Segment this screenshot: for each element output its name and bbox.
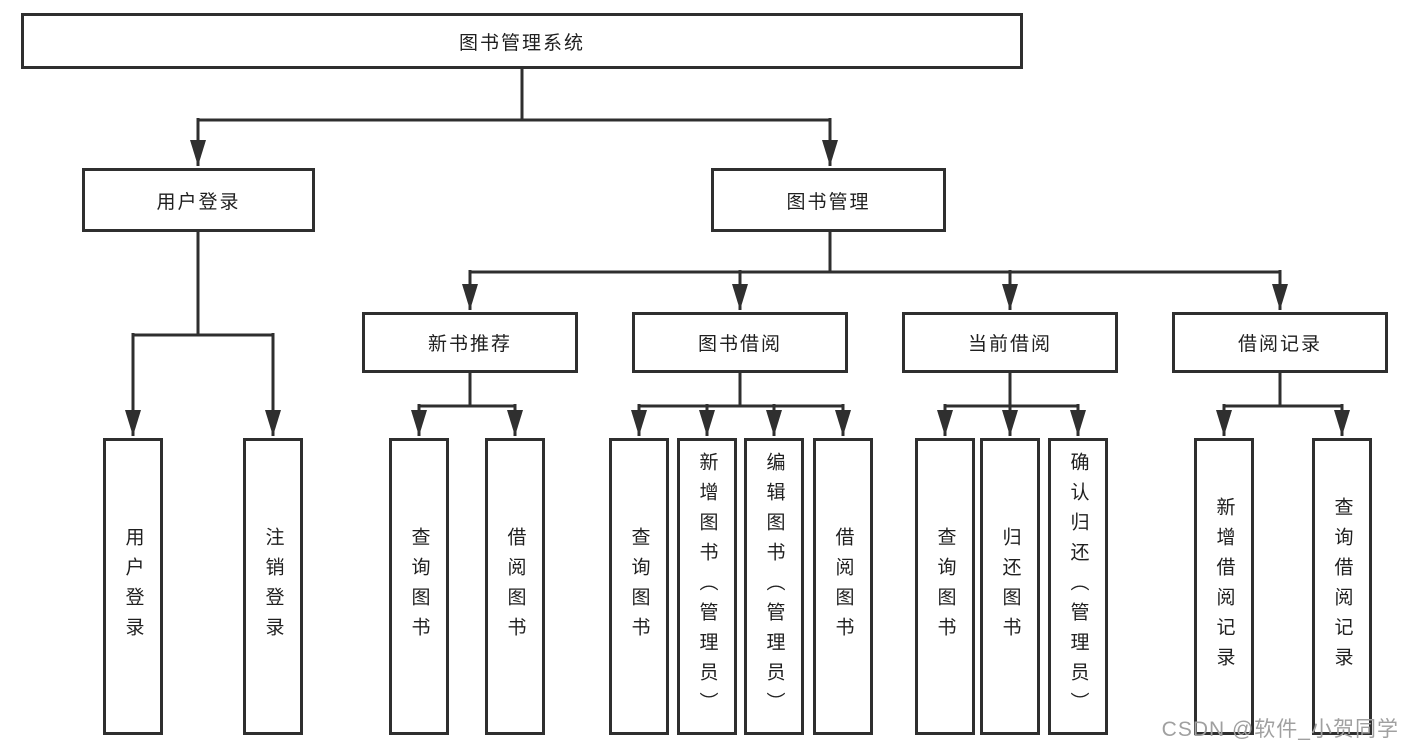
- leaf-query-books-current: 查询图书: [915, 438, 975, 735]
- csdn-watermark: CSDN @软件_小贺同学: [1161, 718, 1399, 741]
- node-book-management-module: 图书管理: [711, 168, 946, 232]
- node-root-system: 图书管理系统: [21, 13, 1023, 69]
- leaf-add-books-admin: 新增图书（管理员）: [677, 438, 737, 735]
- node-label: 图书管理: [786, 191, 871, 213]
- leaf-query-books-recommend: 查询图书: [389, 438, 449, 735]
- leaf-logout-login: 注销登录: [243, 438, 303, 735]
- node-new-book-recommend: 新书推荐: [362, 312, 578, 373]
- node-label: 当前借阅: [967, 334, 1052, 355]
- leaf-label: 编辑图书（管理员）: [763, 451, 785, 722]
- node-root-label: 图书管理系统: [458, 32, 585, 54]
- leaf-query-borrow-record: 查询借阅记录: [1312, 438, 1372, 735]
- leaf-label: 归还图书: [999, 526, 1021, 647]
- leaf-query-books-borrow: 查询图书: [609, 438, 669, 735]
- node-borrow-records: 借阅记录: [1172, 312, 1388, 373]
- leaf-confirm-return-admin: 确认归还（管理员）: [1048, 438, 1108, 735]
- leaf-label: 新增借阅记录: [1213, 496, 1235, 677]
- node-label: 新书推荐: [427, 334, 512, 355]
- leaf-label: 借阅图书: [832, 526, 854, 647]
- leaf-user-login: 用户登录: [103, 438, 163, 735]
- leaf-label: 查询图书: [628, 526, 650, 647]
- leaf-borrow-books-recommend: 借阅图书: [485, 438, 545, 735]
- node-label: 图书借阅: [697, 334, 782, 355]
- leaf-return-books: 归还图书: [980, 438, 1040, 735]
- node-label: 借阅记录: [1237, 334, 1322, 355]
- leaf-add-borrow-record: 新增借阅记录: [1194, 438, 1254, 735]
- leaf-borrow-books-borrow: 借阅图书: [813, 438, 873, 735]
- leaf-label: 查询图书: [934, 526, 956, 647]
- node-label: 用户登录: [156, 191, 241, 213]
- leaf-label: 查询借阅记录: [1331, 496, 1353, 677]
- leaf-edit-books-admin: 编辑图书（管理员）: [744, 438, 804, 735]
- leaf-label: 查询图书: [408, 526, 430, 647]
- node-book-borrowing: 图书借阅: [632, 312, 848, 373]
- leaf-label: 确认归还（管理员）: [1067, 451, 1089, 722]
- leaf-label: 借阅图书: [504, 526, 526, 647]
- leaf-label: 注销登录: [262, 526, 284, 647]
- node-user-login-module: 用户登录: [82, 168, 315, 232]
- node-current-borrowing: 当前借阅: [902, 312, 1118, 373]
- leaf-label: 用户登录: [122, 526, 144, 647]
- leaf-label: 新增图书（管理员）: [696, 451, 718, 722]
